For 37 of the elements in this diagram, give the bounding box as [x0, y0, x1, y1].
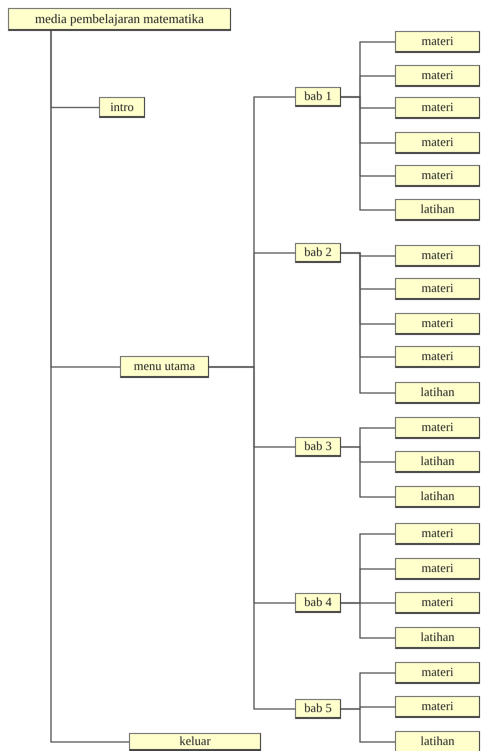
menu-box: materi	[395, 313, 480, 335]
menu-box: latihan	[395, 731, 480, 751]
menu-box: materi	[395, 31, 480, 53]
connector-line	[341, 708, 395, 743]
menu-box: latihan	[395, 382, 480, 404]
menu-box: materi	[395, 278, 480, 300]
menu-box: materi	[395, 523, 480, 545]
menu-box: materi	[395, 245, 480, 267]
menu-box: materi	[395, 417, 480, 439]
menu-box: materi	[395, 346, 480, 368]
menu-box: latihan	[395, 451, 480, 473]
menu-box: media pembelajaran matematika	[8, 8, 231, 31]
menu-box: bab 4	[295, 593, 341, 613]
menu-box: bab 1	[295, 87, 341, 107]
menu-box: materi	[395, 558, 480, 580]
menu-box: bab 2	[295, 243, 341, 263]
menu-box: materi	[395, 165, 480, 187]
menu-box: latihan	[395, 199, 480, 221]
connector-line	[341, 96, 395, 211]
menu-box: materi	[395, 132, 480, 154]
menu-box: materi	[395, 592, 480, 614]
menu-box: materi	[395, 662, 480, 684]
menu-box: materi	[395, 696, 480, 718]
connector-line	[209, 366, 295, 710]
menu-box: latihan	[395, 627, 480, 649]
menu-box: latihan	[395, 486, 480, 508]
connector-line	[341, 446, 395, 498]
connector-line	[50, 31, 129, 743]
connector-line	[341, 252, 395, 394]
menu-box: menu utama	[120, 356, 209, 378]
menu-box: intro	[99, 97, 145, 118]
menu-box: bab 5	[295, 699, 341, 719]
connector-line	[341, 602, 395, 639]
menu-box: materi	[395, 97, 480, 119]
menu-box: bab 3	[295, 437, 341, 457]
menu-box: materi	[395, 65, 480, 87]
menu-box: keluar	[129, 733, 261, 751]
